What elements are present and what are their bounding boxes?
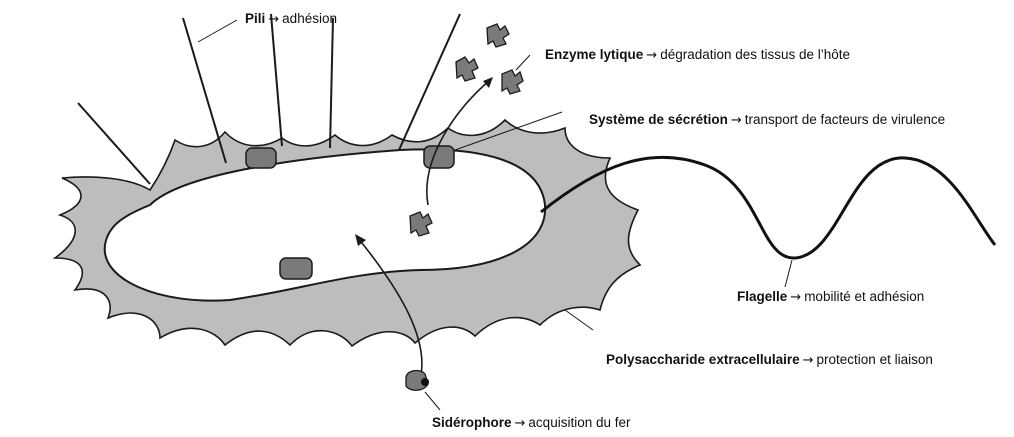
label-polysaccharide: Polysaccharide extracellulaire→protectio…	[606, 352, 933, 369]
label-pili-term: Pili	[245, 11, 265, 26]
siderophore	[406, 371, 429, 391]
label-flagelle: Flagelle→mobilité et adhésion	[737, 289, 924, 306]
label-pili: Pili→adhésion	[245, 11, 337, 28]
label-flagelle-term: Flagelle	[737, 289, 787, 304]
label-pili-arrow: →	[265, 12, 282, 27]
label-secretion-term: Système de sécrétion	[589, 112, 728, 127]
label-siderophore-term: Sidérophore	[432, 415, 512, 430]
polysaccharide-pointer	[565, 310, 593, 330]
label-polysaccharide-term: Polysaccharide extracellulaire	[606, 352, 800, 367]
label-enzyme: Enzyme lytique→dégradation des tissus de…	[545, 47, 850, 64]
siderophore-pointer	[425, 392, 440, 410]
pili-pointer	[198, 20, 237, 42]
membrane-protein-bottom	[280, 258, 312, 279]
label-secretion: Système de sécrétion→transport de facteu…	[589, 112, 945, 129]
label-secretion-role: transport de facteurs de virulence	[745, 112, 945, 127]
label-flagelle-arrow: →	[787, 290, 804, 305]
secretion-system-protein	[424, 146, 454, 168]
label-enzyme-role: dégradation des tissus de l’hôte	[660, 47, 850, 62]
label-pili-role: adhésion	[282, 11, 337, 26]
label-secretion-arrow: →	[728, 113, 745, 128]
label-siderophore-role: acquisition du fer	[528, 415, 630, 430]
membrane-protein	[246, 148, 276, 168]
label-enzyme-term: Enzyme lytique	[545, 47, 643, 62]
label-enzyme-arrow: →	[643, 48, 660, 63]
flagelle-pointer	[785, 260, 792, 287]
label-siderophore-arrow: →	[512, 416, 529, 431]
label-flagelle-role: mobilité et adhésion	[804, 289, 924, 304]
enzyme-pointer	[516, 55, 530, 70]
label-polysaccharide-role: protection et liaison	[817, 352, 933, 367]
label-polysaccharide-arrow: →	[800, 353, 817, 368]
secretion-arrowhead	[483, 77, 493, 88]
label-siderophore: Sidérophore→acquisition du fer	[432, 415, 630, 432]
